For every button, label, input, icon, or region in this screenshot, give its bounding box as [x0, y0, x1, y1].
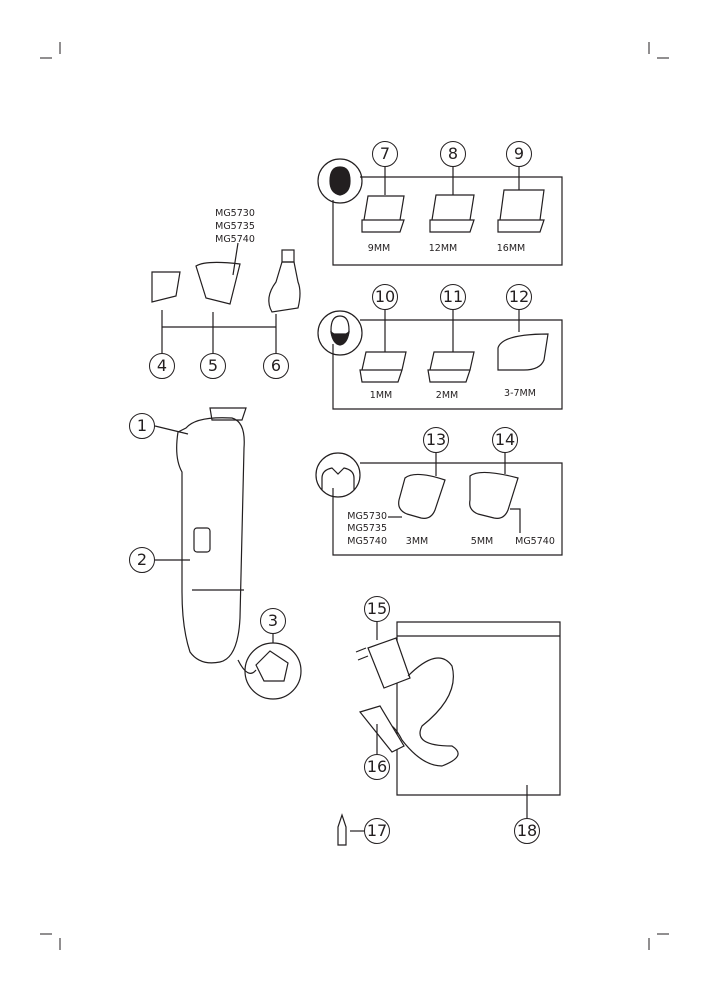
crop-marks — [40, 42, 669, 950]
callout-4: 4 — [149, 353, 175, 379]
callout-5: 5 — [200, 353, 226, 379]
callout-1: 1 — [129, 413, 155, 439]
callout-18: 18 — [514, 818, 540, 844]
model-label: MG5740 — [215, 234, 255, 245]
beard-icon — [317, 310, 363, 356]
body-comb-box — [315, 452, 563, 556]
model-label: MG5730 — [215, 208, 255, 219]
callout-15: 15 — [364, 596, 390, 622]
size-label-2mm: 2MM — [435, 390, 459, 401]
model-label: MG5740 — [347, 536, 387, 547]
callout-14: 14 — [492, 427, 518, 453]
callout-3: 3 — [260, 608, 286, 634]
model-label: MG5735 — [347, 523, 387, 534]
callout-9: 9 — [506, 141, 532, 167]
callout-8: 8 — [440, 141, 466, 167]
size-label-1mm: 1MM — [369, 390, 393, 401]
callout-6: 6 — [263, 353, 289, 379]
trimmer-handle — [154, 407, 302, 700]
callout-10: 10 — [372, 284, 398, 310]
callout-2: 2 — [129, 547, 155, 573]
callout-7: 7 — [372, 141, 398, 167]
attachments-4-5-6 — [151, 242, 301, 353]
size-label-9mm: 9MM — [367, 243, 391, 254]
size-label-12mm: 12MM — [428, 243, 458, 254]
model-label: MG5735 — [215, 221, 255, 232]
body-icon — [315, 452, 361, 498]
callout-16: 16 — [364, 754, 390, 780]
size-label-5mm: 5MM — [470, 536, 494, 547]
callout-13: 13 — [423, 427, 449, 453]
model-label: MG5740 — [515, 536, 555, 547]
callout-11: 11 — [440, 284, 466, 310]
pouch-and-adapter — [337, 621, 561, 846]
face-icon — [317, 158, 363, 204]
size-label-3-7mm: 3-7MM — [504, 388, 536, 399]
callout-12: 12 — [506, 284, 532, 310]
size-label-16mm: 16MM — [496, 243, 526, 254]
model-label: MG5730 — [347, 511, 387, 522]
hair-comb-box — [317, 158, 563, 266]
callout-17: 17 — [364, 818, 390, 844]
size-label-3mm: 3MM — [405, 536, 429, 547]
beard-comb-box — [317, 310, 563, 410]
